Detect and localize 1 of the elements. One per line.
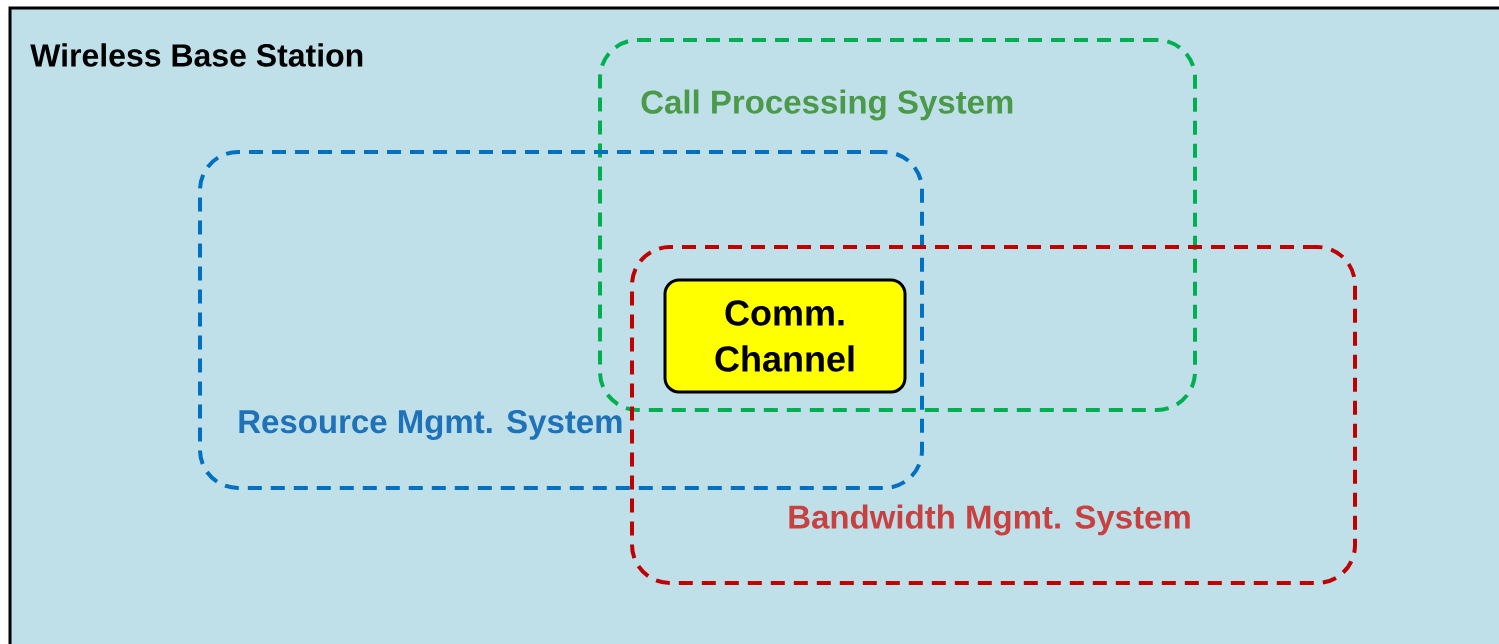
- channel-box: Comm. Channel: [663, 278, 907, 394]
